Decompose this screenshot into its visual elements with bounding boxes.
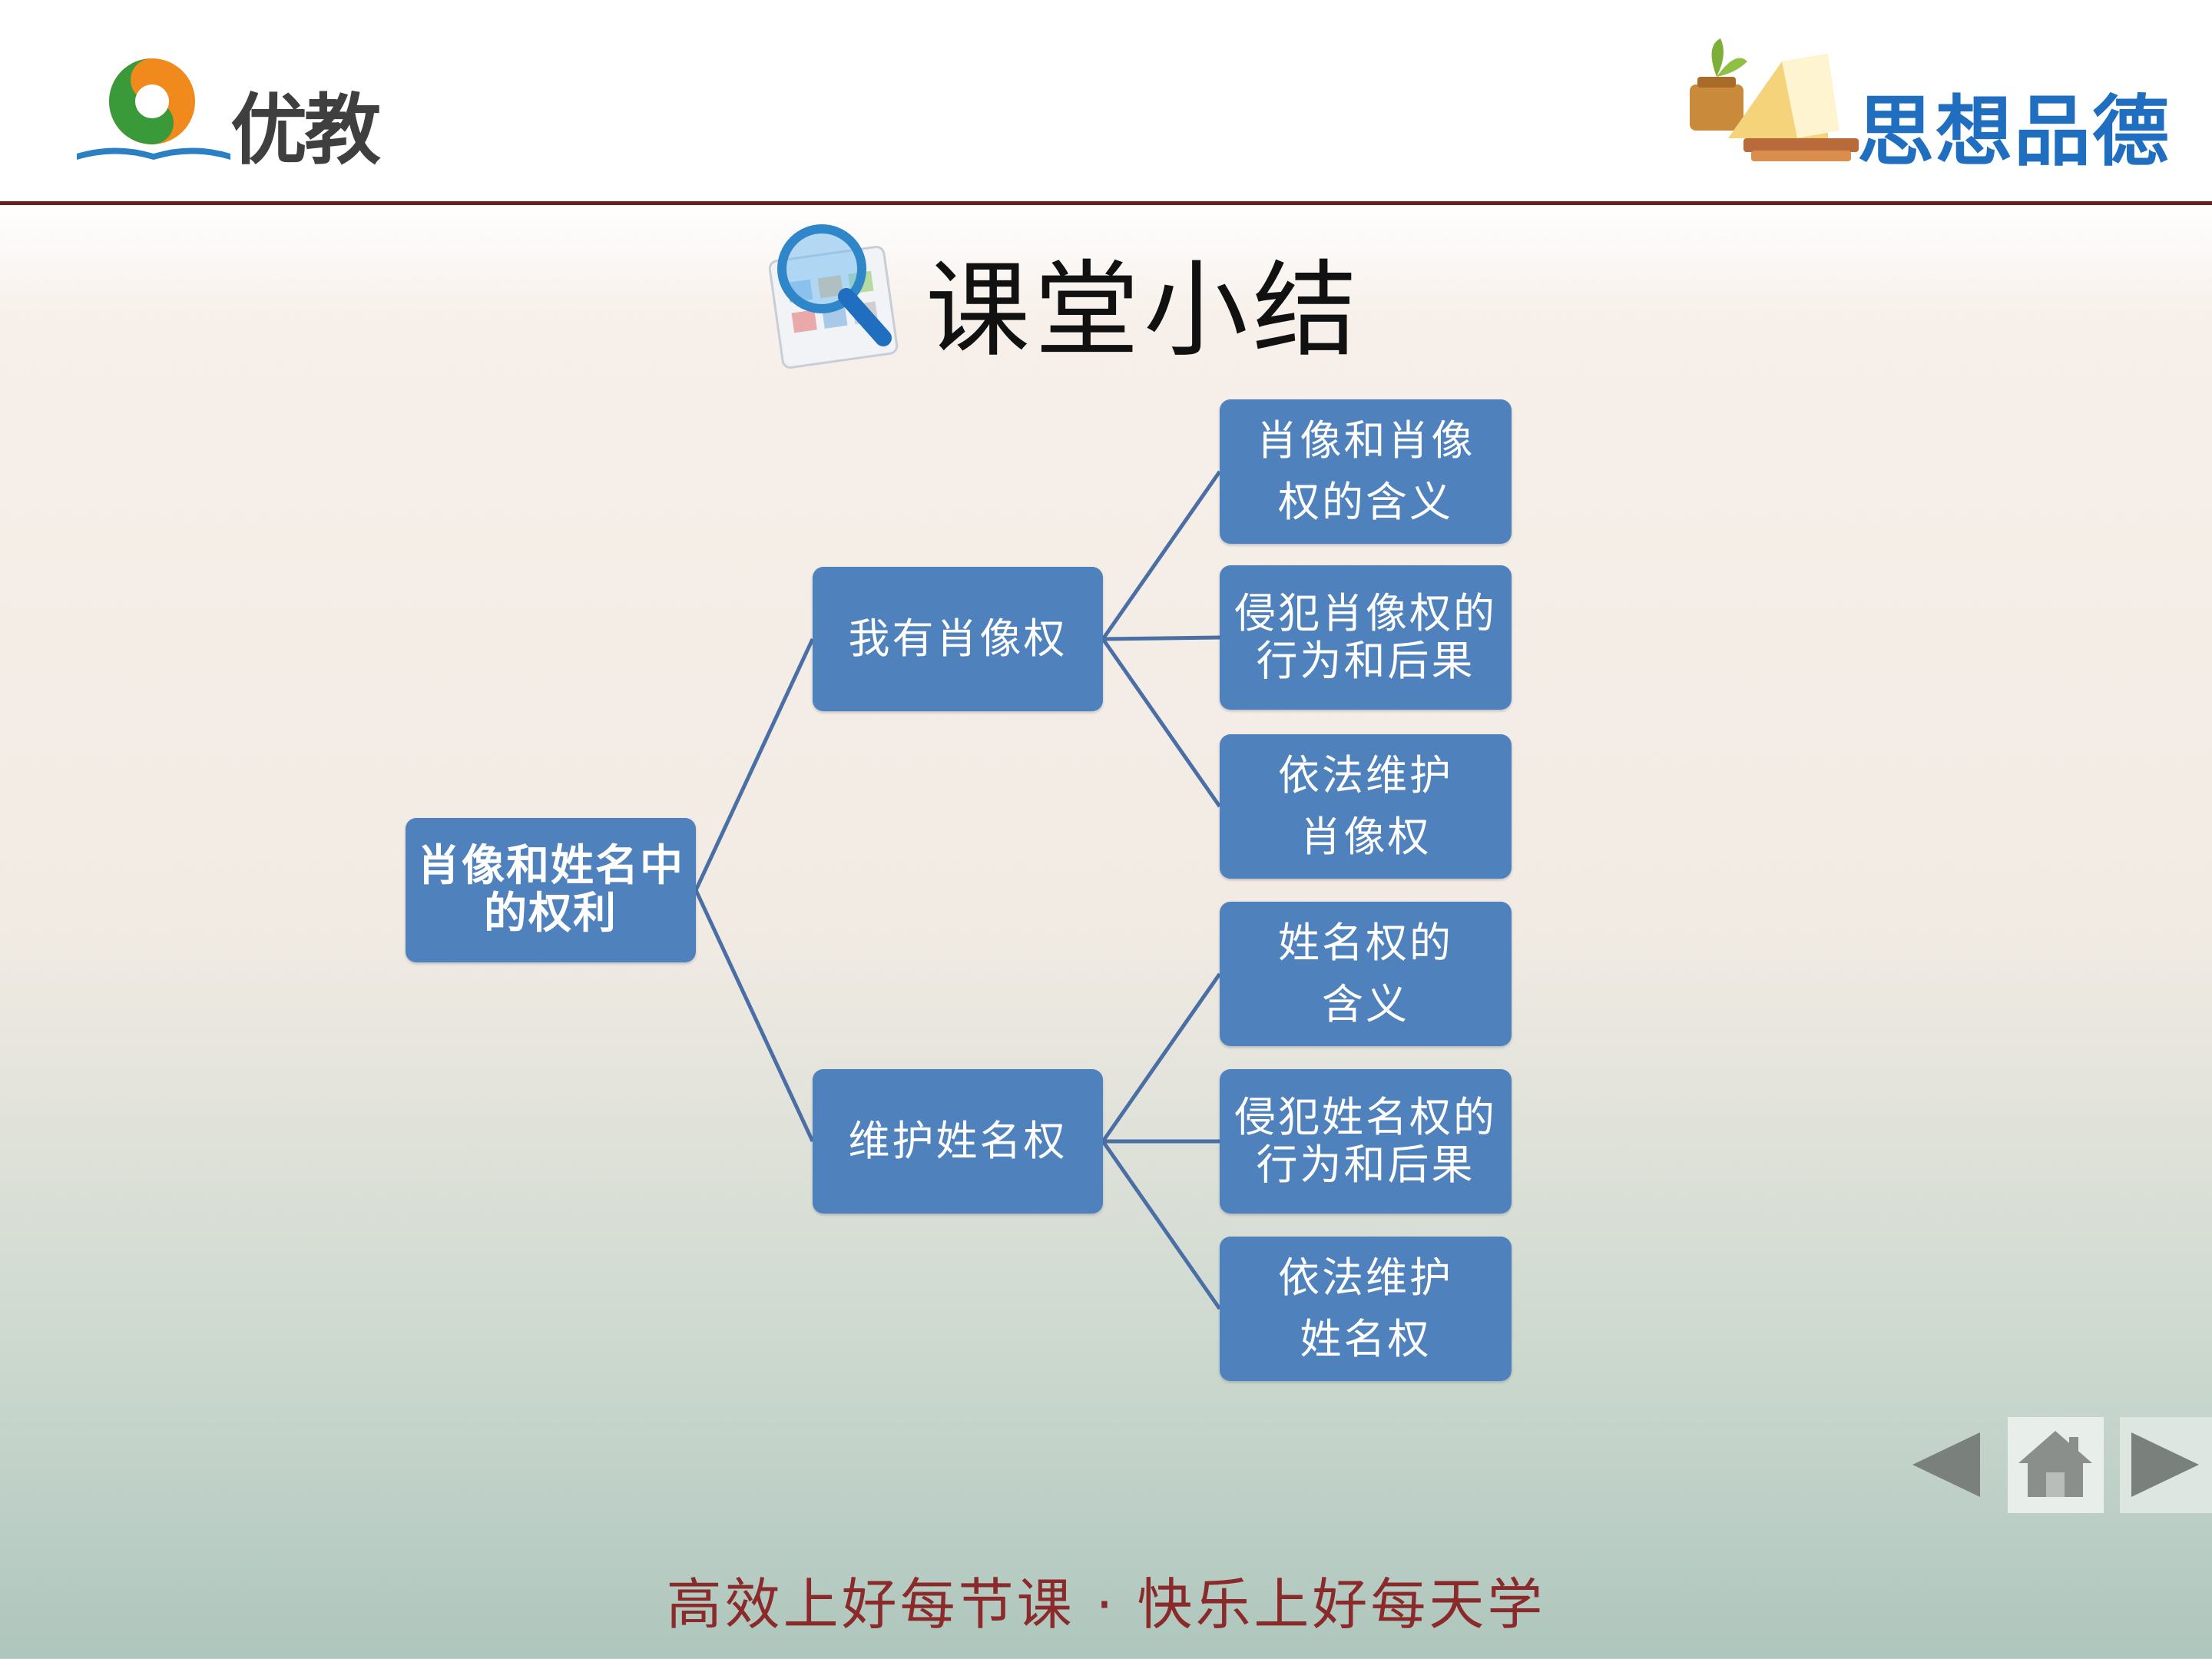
header-bar: 优教 思想品德 bbox=[0, 0, 2212, 201]
connector-branch-0-leaf-0 bbox=[1101, 470, 1222, 641]
leaf-node-name-meaning: 姓名权的 含义 bbox=[1220, 902, 1512, 1046]
triangle-right-icon bbox=[2131, 1432, 2199, 1497]
footer-slogan: 高效上好每节课 · 快乐上好每天学 bbox=[666, 1572, 1546, 1637]
leaf-node-portrait-protect: 依法维护 肖像权 bbox=[1220, 734, 1512, 879]
connector-branch-0-leaf-1 bbox=[1102, 635, 1220, 641]
branch-node-label: 我有肖像权 bbox=[848, 614, 1068, 663]
brand-name: 优教 bbox=[230, 85, 381, 175]
home-button[interactable] bbox=[2008, 1417, 2104, 1513]
home-icon bbox=[2018, 1431, 2092, 1497]
leaf-node-label: 侵犯姓名权的 行为和后果 bbox=[1234, 1093, 1497, 1189]
next-slide-button[interactable] bbox=[2120, 1417, 2212, 1513]
leaf-node-label: 依法维护 肖像权 bbox=[1278, 751, 1453, 861]
leaf-node-label: 肖像和肖像 权的含义 bbox=[1256, 416, 1475, 526]
leaf-node-portrait-infringement: 侵犯肖像权的 行为和后果 bbox=[1220, 565, 1512, 710]
branch-node-name-right: 维护姓名权 bbox=[813, 1069, 1103, 1214]
connector-branch-1-leaf-2 bbox=[1101, 1140, 1222, 1310]
leaf-node-label: 姓名权的 含义 bbox=[1278, 919, 1453, 1028]
connector-root-branch-1 bbox=[694, 889, 815, 1143]
leaf-node-name-infringement: 侵犯姓名权的 行为和后果 bbox=[1220, 1069, 1512, 1214]
root-node: 肖像和姓名中 的权利 bbox=[406, 818, 696, 962]
books-plant-icon bbox=[1690, 38, 1859, 161]
branch-node-portrait-right: 我有肖像权 bbox=[813, 567, 1103, 711]
leaf-node-name-protect: 依法维护 姓名权 bbox=[1220, 1237, 1512, 1381]
connector-branch-1-leaf-0 bbox=[1101, 972, 1222, 1143]
header-divider bbox=[0, 201, 2212, 205]
page-title: 课堂小结 bbox=[926, 250, 1362, 372]
connector-root-branch-0 bbox=[694, 637, 815, 892]
youjiao-logo-icon bbox=[77, 58, 230, 160]
subject-name: 思想品德 bbox=[1857, 87, 2171, 177]
branch-node-label: 维护姓名权 bbox=[848, 1117, 1068, 1165]
triangle-left-icon bbox=[1912, 1432, 1980, 1497]
leaf-node-label: 侵犯肖像权的 行为和后果 bbox=[1234, 589, 1497, 685]
root-node-label: 肖像和姓名中 的权利 bbox=[417, 841, 684, 939]
connector-branch-0-leaf-2 bbox=[1101, 637, 1222, 808]
leaf-node-label: 依法维护 姓名权 bbox=[1278, 1253, 1453, 1363]
magnifier-icon bbox=[768, 224, 899, 369]
leaf-node-portrait-meaning: 肖像和肖像 权的含义 bbox=[1220, 399, 1512, 544]
prev-slide-button[interactable] bbox=[1896, 1417, 1992, 1513]
